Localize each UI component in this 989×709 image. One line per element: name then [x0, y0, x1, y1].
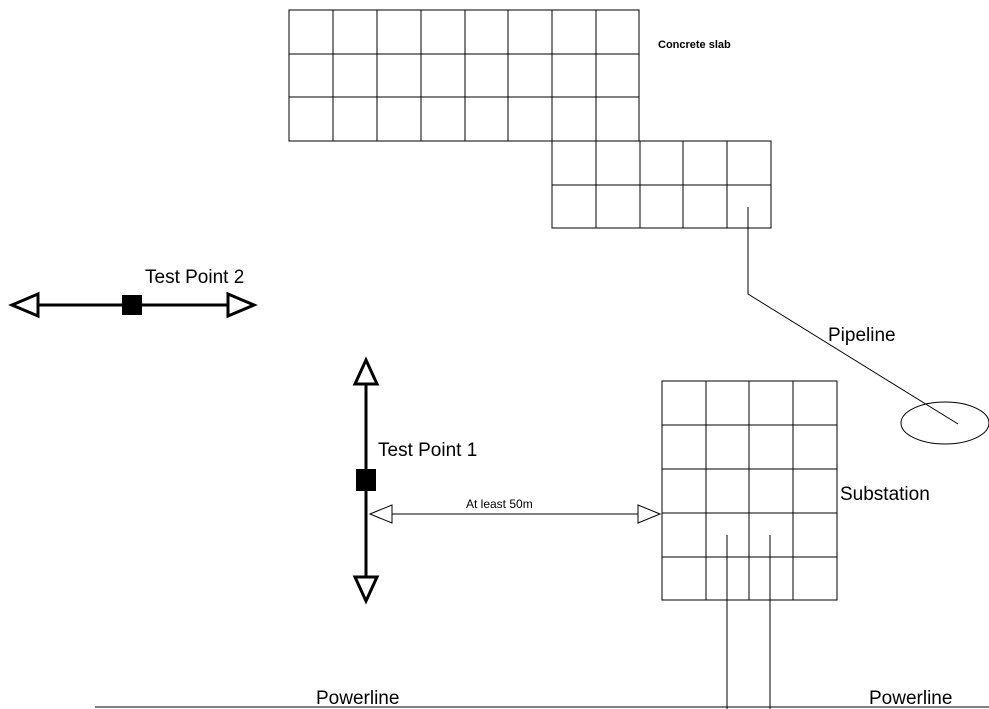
substation-label: Substation [840, 484, 930, 505]
concrete-slab-label: Concrete slab [658, 39, 731, 51]
substation-grid [661, 380, 838, 601]
test-point-1-marker [352, 356, 380, 605]
test-point-1-bottom-arrowhead [352, 575, 380, 605]
test-point-1-label: Test Point 1 [378, 440, 477, 461]
powerline-right-label: Powerline [869, 688, 952, 709]
test-point-2-marker [8, 291, 258, 319]
distance-label: At least 50m [466, 497, 533, 511]
powerline-cables [726, 535, 771, 709]
test-point-2-square [122, 295, 142, 315]
concrete-slab-lower [551, 140, 772, 229]
pipeline-end-ellipse [900, 401, 989, 445]
distance-right-arrowhead [637, 504, 662, 524]
distance-left-arrowhead [368, 504, 393, 524]
distance-dimension [368, 504, 662, 524]
test-point-2-right-arrowhead [226, 291, 258, 319]
concrete-slab-upper [288, 9, 640, 142]
test-point-2-label: Test Point 2 [145, 267, 244, 288]
test-point-1-top-arrowhead [352, 356, 380, 386]
pipeline-line [747, 207, 959, 425]
test-point-2-left-arrowhead [8, 291, 40, 319]
test-point-1-square [356, 469, 376, 491]
pipeline-label: Pipeline [828, 325, 896, 346]
powerline-left-label: Powerline [316, 688, 399, 709]
